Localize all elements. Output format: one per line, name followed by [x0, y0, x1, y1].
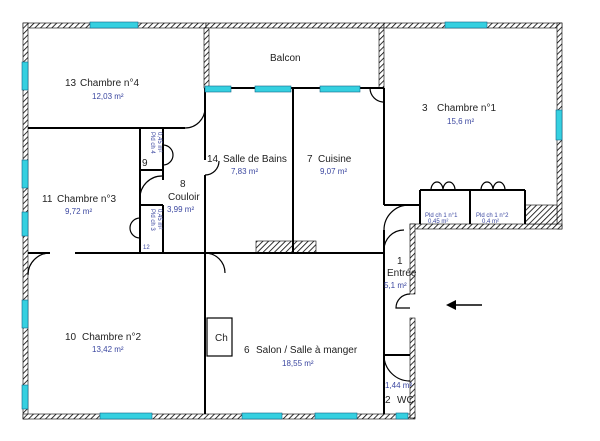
duct — [255, 240, 317, 254]
room-6-name: Salon / Salle à manger — [256, 345, 358, 356]
room-14-area: 7,83 m² — [231, 167, 258, 176]
chimney-box — [206, 317, 233, 357]
doors — [27, 87, 506, 382]
room-2-area: 1,44 m² — [385, 381, 412, 390]
room-13-num: 13 — [65, 78, 77, 89]
closet-9-name: Pld ch 4 — [149, 132, 155, 154]
closet-9-num: 9 — [142, 158, 148, 169]
room-labels: 13 Chambre n°4 12,03 m² Balcon 3 Chambre… — [42, 53, 509, 406]
room-2-name: WC — [397, 395, 414, 406]
room-balcon-name: Balcon — [270, 53, 301, 64]
closet-9-area: 0,45 m² — [156, 132, 162, 152]
room-10-name: Chambre n°2 — [82, 332, 141, 343]
room-3-num: 3 — [422, 103, 428, 114]
room-2-num: 2 — [385, 395, 391, 406]
entrance-arrow-icon — [446, 300, 482, 310]
room-14-name: Salle de Bains — [223, 154, 287, 165]
room-14-num: 14 — [207, 154, 219, 165]
room-1-name: Entrée — [387, 268, 417, 279]
room-6-num: 6 — [244, 345, 250, 356]
windows — [21, 21, 563, 420]
room-11-name: Chambre n°3 — [57, 194, 116, 205]
chimney-label: Ch — [215, 333, 228, 344]
room-1-num: 1 — [397, 256, 403, 267]
room-7-area: 9,07 m² — [320, 167, 347, 176]
closet-ch1-1-area: 0,45 m² — [428, 219, 448, 225]
room-11-num: 11 — [42, 194, 53, 205]
room-8-area: 3,99 m² — [167, 205, 194, 214]
closet-ch1-2-area: 0,4 m² — [482, 219, 499, 225]
interior-walls — [28, 87, 526, 414]
closet-12-name: Pld ch 3 — [149, 209, 155, 231]
room-3-name: Chambre n°1 — [437, 103, 496, 114]
room-11-area: 9,72 m² — [65, 207, 92, 216]
room-8-num: 8 — [180, 179, 186, 190]
room-8-name: Couloir — [168, 192, 200, 203]
room-13-name: Chambre n°4 — [80, 78, 139, 89]
closet-ch1-2-name: Pld ch 1 n°2 — [476, 213, 509, 219]
closet-12-area: 0,45 m² — [156, 209, 162, 229]
room-6-area: 18,55 m² — [282, 359, 314, 368]
room-7-num: 7 — [307, 154, 313, 165]
room-3-area: 15,6 m² — [447, 117, 474, 126]
room-7-name: Cuisine — [318, 154, 352, 165]
room-10-num: 10 — [65, 332, 77, 343]
room-1-area: 5,1 m² — [384, 281, 407, 290]
room-10-area: 13,42 m² — [92, 345, 124, 354]
closet-12-num: 12 — [143, 245, 150, 251]
room-13-area: 12,03 m² — [92, 92, 124, 101]
closet-ch1-1-name: Pld ch 1 n°1 — [425, 213, 458, 219]
